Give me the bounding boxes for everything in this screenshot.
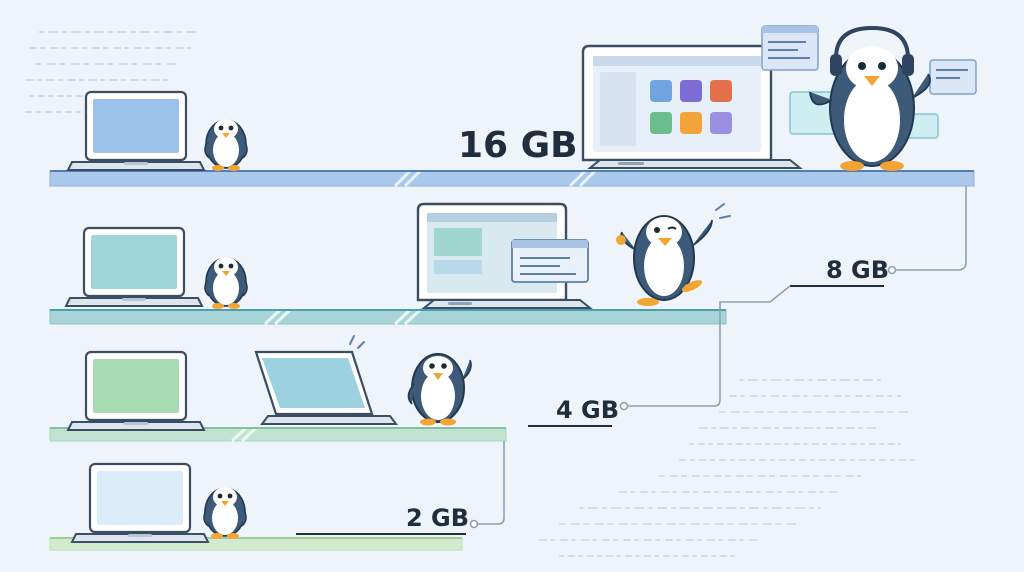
laptop-windows-icon	[416, 202, 593, 309]
laptop-screen	[93, 359, 179, 413]
shelf-8gb	[49, 308, 727, 326]
laptop-apps-icon	[581, 44, 803, 169]
tier-label-2gb: 2 GB	[406, 504, 470, 532]
penguin-icon	[203, 486, 247, 540]
binary-pattern-right	[539, 379, 921, 557]
tier-label-16gb: 16 GB	[458, 125, 578, 166]
laptop-screen	[91, 235, 177, 289]
tier-label-8gb: 8 GB	[826, 256, 890, 284]
penguin-dancing-icon	[616, 203, 731, 306]
tier-label-4gb: 4 GB	[556, 396, 620, 424]
connectors	[469, 186, 967, 529]
penguin-waving-icon	[407, 353, 472, 426]
laptop-screen	[97, 471, 183, 525]
penguin-icon	[204, 256, 248, 310]
laptop-open-icon	[254, 335, 398, 425]
shelf-16gb	[49, 169, 975, 188]
penguin-headset-icon	[809, 25, 931, 171]
laptop-screen	[93, 99, 179, 153]
penguin-icon	[204, 118, 248, 172]
